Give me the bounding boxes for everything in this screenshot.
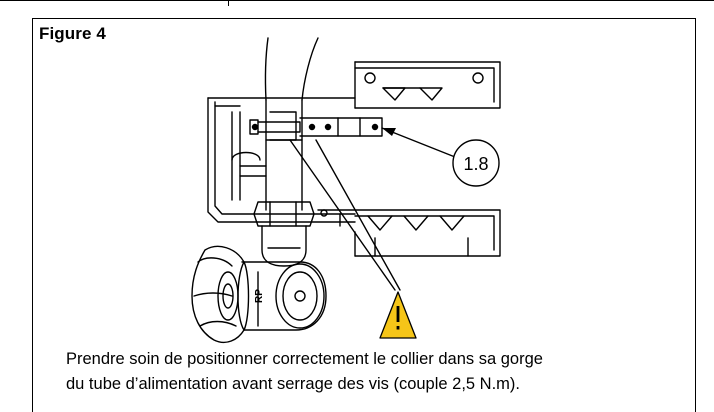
upper-rail: [354, 61, 501, 109]
warning-leader-1: [289, 139, 396, 291]
warning-leader-2: [315, 139, 401, 291]
callout-circle: [452, 139, 500, 187]
valve-handwheel: [191, 245, 250, 344]
clamp-collar: [249, 111, 383, 141]
supply-tube: [264, 37, 319, 211]
callout-arrow: [382, 128, 396, 136]
callout-label: 1.8: [463, 154, 488, 174]
frame-right-border: [695, 18, 696, 412]
ball-valve: [237, 225, 327, 331]
valve-marking: RP: [254, 289, 265, 303]
frame-title-border: [32, 18, 696, 19]
frame-left-border: [32, 18, 33, 412]
lower-nut: [253, 201, 315, 227]
warning-triangle-icon: [379, 291, 417, 339]
lower-rail: [317, 209, 501, 257]
frame-top-border: [0, 0, 714, 1]
figure-title: Figure 4: [39, 24, 106, 43]
frame-tick: [228, 0, 229, 6]
mounting-frame: [207, 97, 356, 223]
caption-line-2: du tube d’alimentation avant serrage des…: [66, 375, 520, 393]
caption-line-1: Prendre soin de positionner correctement…: [66, 350, 543, 368]
callout-leader: [381, 127, 456, 158]
figure-caption: Prendre soin de positionner correctement…: [66, 347, 686, 397]
